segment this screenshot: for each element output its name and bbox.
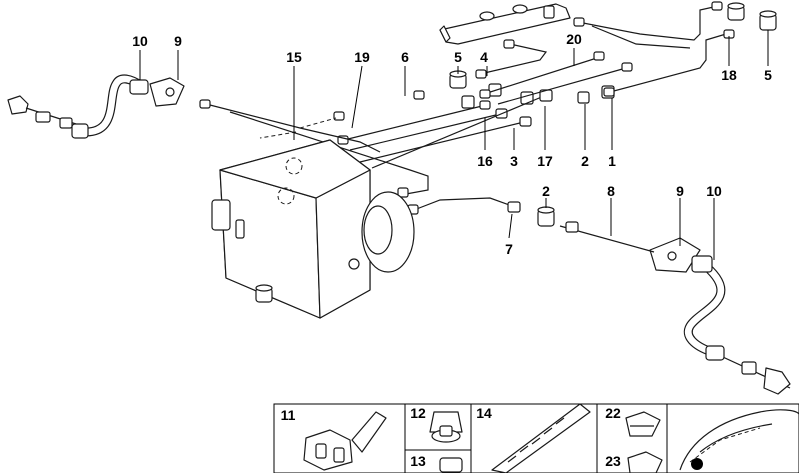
callout-3[interactable]: 3	[510, 153, 518, 169]
panel-22[interactable]: 22	[605, 405, 661, 437]
callout-10-left[interactable]: 10	[132, 33, 148, 49]
callout-5-right[interactable]: 5	[764, 67, 772, 83]
panel-12[interactable]: 12	[410, 405, 463, 443]
callout-17[interactable]: 17	[537, 153, 553, 169]
panel-label-12: 12	[410, 405, 426, 421]
master-cylinder	[439, 3, 571, 45]
pipe-7	[407, 197, 521, 215]
callout-8[interactable]: 8	[607, 183, 615, 199]
callout-7[interactable]: 7	[505, 241, 513, 257]
callout-9-left[interactable]: 9	[174, 33, 182, 49]
callout-2-lower[interactable]: 2	[542, 183, 550, 199]
accessory-strip: 11 12 13 14 22 23	[273, 403, 799, 473]
callout-6[interactable]: 6	[401, 49, 409, 65]
callout-18[interactable]: 18	[721, 67, 737, 83]
panel-label-23: 23	[605, 453, 621, 469]
right-brake-hose	[649, 237, 791, 395]
pipe-20b	[497, 62, 633, 105]
callout-15[interactable]: 15	[286, 49, 302, 65]
callout-1[interactable]: 1	[608, 153, 616, 169]
pipe-6	[333, 90, 425, 121]
callout-10-right[interactable]: 10	[706, 183, 722, 199]
pipe-18	[603, 29, 735, 97]
panel-14[interactable]: 14	[476, 403, 591, 473]
left-brake-hose	[7, 74, 185, 139]
car-locator-illustration	[679, 409, 799, 471]
locator-dot	[691, 458, 703, 470]
leader-lines	[139, 30, 769, 260]
pipe-8	[537, 206, 655, 253]
panel-11[interactable]: 11	[281, 407, 387, 471]
callout-19[interactable]: 19	[354, 49, 370, 65]
callout-numbers: 10 9 15 19 6 5 4 20 18 5 16 3 17 2 1 2 8…	[132, 31, 772, 257]
callout-9-right[interactable]: 9	[676, 183, 684, 199]
panel-23[interactable]: 23	[605, 451, 663, 473]
callout-2-upper[interactable]: 2	[581, 153, 589, 169]
pipe-16	[349, 108, 508, 151]
abs-hydraulic-unit	[211, 139, 415, 319]
pipe-4	[475, 39, 548, 79]
union-2-upper	[577, 91, 590, 104]
pipe-top-long	[573, 1, 723, 49]
panel-label-14: 14	[476, 405, 492, 421]
union-5-right	[759, 10, 777, 31]
panel-label-11: 11	[281, 407, 296, 423]
pipe-15	[199, 99, 429, 198]
callout-4[interactable]: 4	[480, 49, 488, 65]
pipe-3	[359, 116, 532, 163]
union-top-right	[727, 2, 745, 21]
panel-label-13: 13	[410, 453, 426, 469]
pipe-20	[479, 51, 605, 99]
panel-13[interactable]: 13	[410, 453, 463, 473]
callout-5-left[interactable]: 5	[454, 49, 462, 65]
pipe-17	[371, 89, 553, 169]
callout-20[interactable]: 20	[566, 31, 582, 47]
callout-16[interactable]: 16	[477, 153, 493, 169]
panel-label-22: 22	[605, 405, 621, 421]
